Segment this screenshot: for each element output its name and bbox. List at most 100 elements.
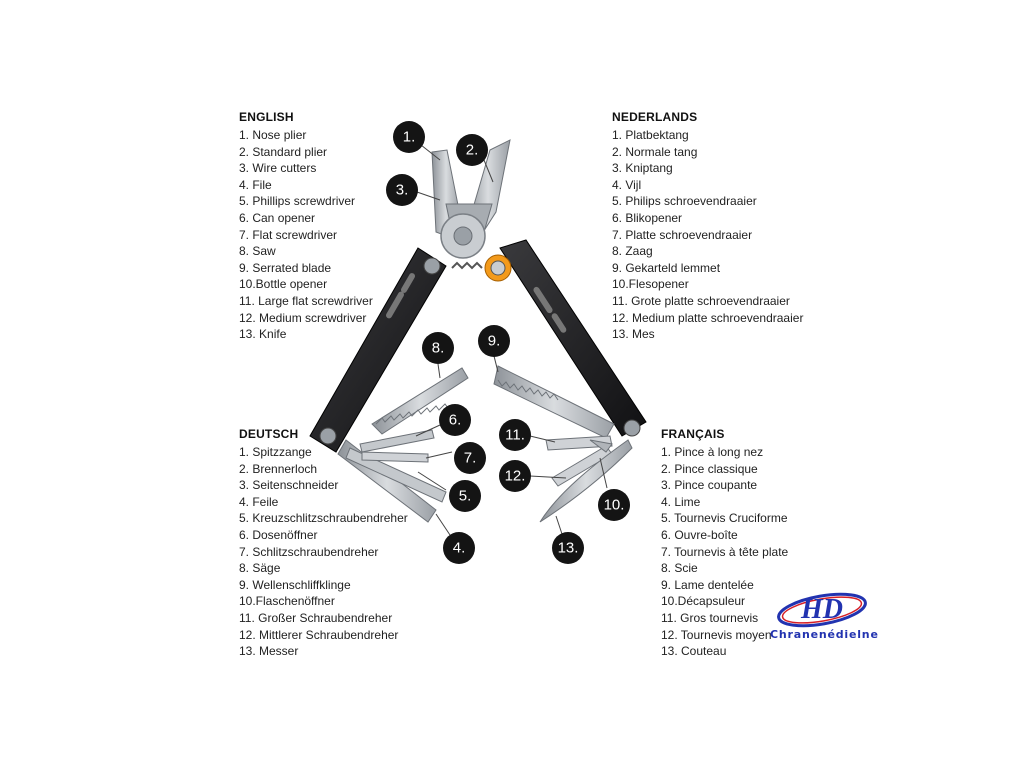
callout-11: 11. — [499, 419, 531, 451]
list-item: 13. Messer — [239, 644, 299, 659]
callout-label: 1. — [403, 129, 416, 146]
list-item: 10.Flaschenöffner — [239, 594, 335, 609]
list-item: 12. Medium platte schroevendraaier — [612, 310, 804, 325]
list-item: 2. Brennerloch — [239, 461, 318, 476]
list-item: 3. Kniptang — [612, 161, 673, 176]
callout-10: 10. — [598, 489, 630, 521]
callout-5: 5. — [449, 480, 481, 512]
list-item: 7. Schlitzschraubendreher — [239, 544, 379, 559]
callout-label: 11. — [505, 427, 525, 444]
french-heading: FRANÇAIS — [661, 427, 725, 441]
callout-label: 4. — [453, 540, 466, 557]
list-item: 6. Dosenöffner — [239, 527, 318, 542]
dutch-heading: NEDERLANDS — [612, 110, 698, 124]
list-item: 3. Seitenschneider — [239, 478, 339, 493]
callout-7: 7. — [454, 442, 486, 474]
callout-label: 7. — [464, 450, 477, 467]
list-item: 13. Couteau — [661, 644, 727, 659]
list-item: 1. Nose plier — [239, 128, 307, 142]
right-tools — [493, 365, 633, 523]
list-item: 7. Platte schroevendraaier — [612, 227, 753, 242]
list-item: 11. Grote platte schroevendraaier — [612, 293, 790, 308]
leader-lines — [415, 144, 608, 536]
left-handle-screw — [423, 257, 441, 275]
callout-4: 4. — [443, 532, 475, 564]
callout-label: 10. — [604, 497, 625, 514]
bottle-opener — [589, 439, 613, 453]
list-item: 5. Tournevis Cruciforme — [661, 511, 788, 526]
list-item: 9. Lame dentelée — [661, 577, 754, 592]
brand-logo-mark: HD — [800, 594, 843, 625]
list-item: 8. Zaag — [612, 244, 653, 259]
list-item: 2. Standard plier — [239, 144, 328, 159]
list-item: 8. Saw — [239, 244, 276, 259]
list-item: 3. Pince coupante — [661, 478, 758, 493]
list-item: 11. Großer Schraubendreher — [239, 610, 393, 625]
list-item: 5. Phillips screwdriver — [239, 194, 356, 209]
english-heading: ENGLISH — [239, 110, 294, 124]
brand-logo: HD — [777, 592, 867, 628]
list-item: 6. Can opener — [239, 210, 316, 225]
callout-1: 1. — [393, 121, 425, 153]
knife-blade — [539, 439, 633, 523]
list-item: 1. Platbektang — [612, 128, 689, 142]
list-item: 7. Flat screwdriver — [239, 227, 338, 242]
list-item: 4. Feile — [239, 494, 279, 509]
list-item: 4. Lime — [661, 494, 701, 509]
german-heading: DEUTSCH — [239, 427, 299, 441]
list-item: 9. Serrated blade — [239, 260, 332, 275]
list-item: 3. Wire cutters — [239, 161, 317, 176]
right-handle — [484, 239, 647, 437]
french-list: 1. Pince à long nez 2. Pince classique 3… — [661, 444, 788, 660]
callout-label: 13. — [558, 540, 579, 557]
list-item: 6. Blikopener — [612, 210, 683, 225]
callout-3: 3. — [386, 174, 418, 206]
dutch-legend: NEDERLANDS 1. Platbektang 2. Normale tan… — [612, 110, 803, 343]
list-item: 6. Ouvre-boîte — [661, 527, 738, 542]
german-legend: DEUTSCH 1. Spitzzange 2. Brennerloch 3. … — [239, 427, 408, 660]
callout-6: 6. — [439, 404, 471, 436]
dutch-list: 1. Platbektang 2. Normale tang 3. Knipta… — [612, 127, 803, 343]
list-item: 5. Kreuzschlitzschraubendreher — [239, 511, 408, 526]
list-item: 11. Large flat screwdriver — [239, 293, 373, 308]
callout-label: 8. — [432, 340, 445, 357]
list-item: 13. Knife — [239, 327, 287, 342]
list-item: 2. Normale tang — [612, 144, 698, 159]
callout-12: 12. — [499, 460, 531, 492]
list-item: 2. Pince classique — [661, 461, 758, 476]
phillips-screwdriver — [345, 447, 447, 503]
can-opener — [359, 429, 435, 453]
french-legend: FRANÇAIS 1. Pince à long nez 2. Pince cl… — [661, 427, 788, 660]
german-list: 1. Spitzzange 2. Brennerloch 3. Seitensc… — [239, 444, 408, 660]
callout-label: 9. — [488, 333, 501, 350]
list-item: 5. Philips schroevendraaier — [612, 194, 757, 209]
list-item: 10.Flesopener — [612, 277, 689, 292]
list-item: 10.Bottle opener — [239, 277, 328, 292]
callout-9: 9. — [478, 325, 510, 357]
list-item: 10.Décapsuleur — [661, 594, 746, 609]
left-tools — [337, 367, 469, 523]
list-item: 4. File — [239, 177, 272, 192]
left-handle — [309, 247, 447, 453]
callout-label: 2. — [466, 142, 479, 159]
list-item: 1. Spitzzange — [239, 445, 312, 459]
callout-8: 8. — [422, 332, 454, 364]
list-item: 1. Pince à long nez — [661, 445, 764, 459]
list-item: 9. Wellenschliffklinge — [239, 577, 351, 592]
spring — [451, 261, 483, 270]
list-item: 4. Vijl — [612, 177, 642, 192]
callout-13: 13. — [552, 532, 584, 564]
callout-label: 5. — [459, 488, 472, 505]
list-item: 11. Gros tournevis — [661, 610, 759, 625]
callout-label: 12. — [505, 468, 526, 485]
list-item: 9. Gekarteld lemmet — [612, 260, 721, 275]
list-item: 12. Mittlerer Schraubendreher — [239, 627, 399, 642]
right-handle-bottom-screw — [623, 419, 641, 437]
brand-name: Chranenédielne — [770, 628, 879, 641]
list-item: 8. Säge — [239, 561, 281, 576]
list-item: 8. Scie — [661, 561, 698, 576]
callout-2: 2. — [456, 134, 488, 166]
callout-label: 3. — [396, 182, 409, 199]
list-item: 7. Tournevis à tête plate — [661, 544, 789, 559]
